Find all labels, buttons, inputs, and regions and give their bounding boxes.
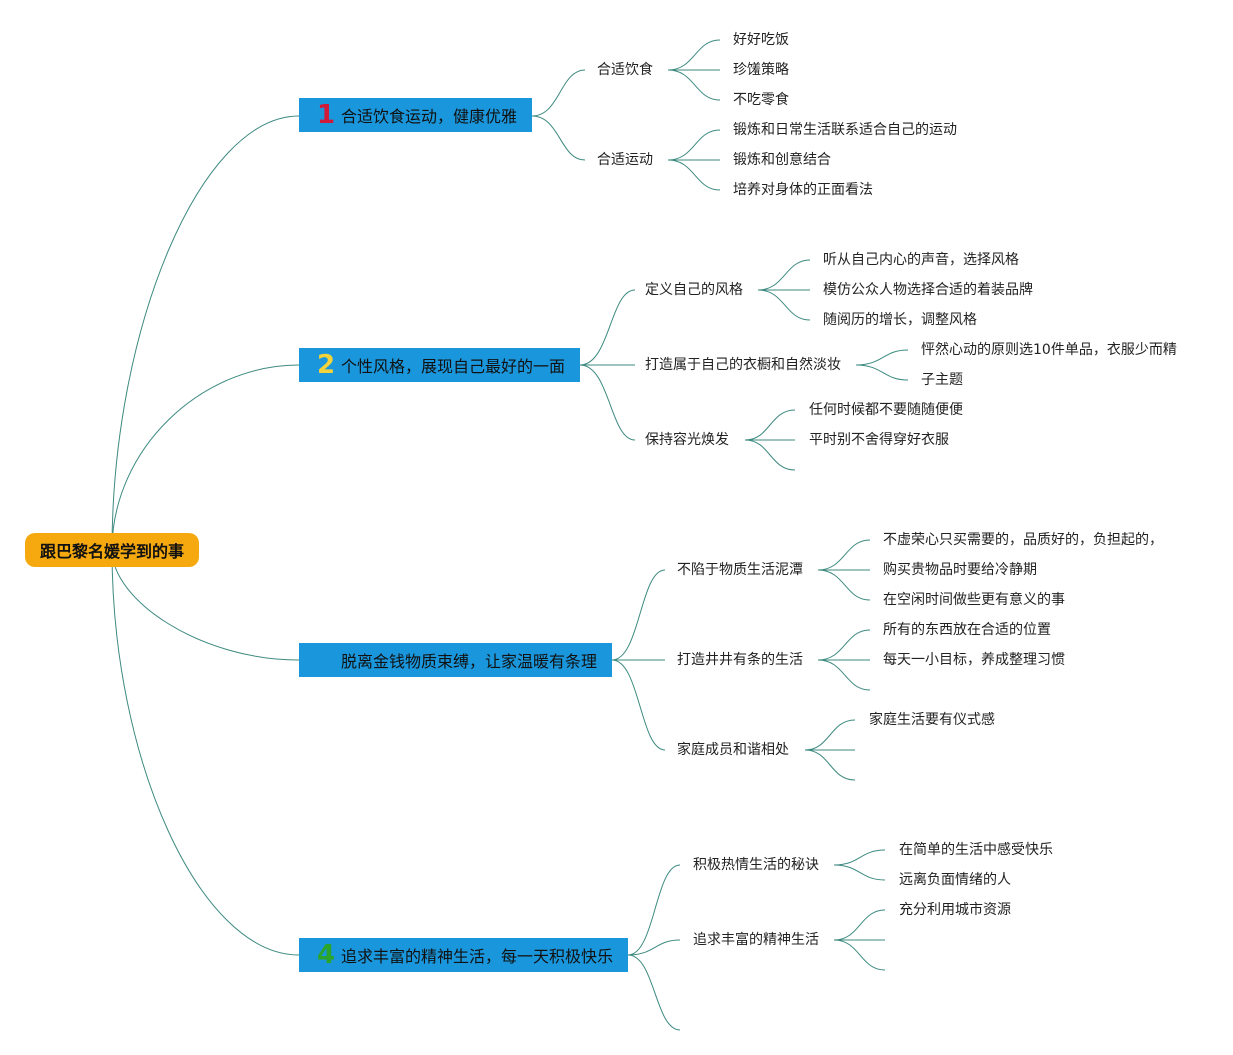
subtopic-radiant[interactable]: 保持容光焕发 <box>645 432 729 448</box>
connector-b1-diet <box>531 69 586 117</box>
subtopic-material[interactable]: 不陷于物质生活泥潭 <box>677 562 803 578</box>
leaf-topic[interactable]: 珍馐策略 <box>733 62 789 78</box>
subtopic-positive[interactable]: 积极热情生活的秘诀 <box>693 857 819 873</box>
branch-topic-label: 追求丰富的精神生活，每一天积极快乐 <box>341 947 614 966</box>
leaf-topic[interactable]: 不虚荣心只买需要的，品质好的，负担起的， <box>883 532 1163 548</box>
subtopic-wardrobe[interactable]: 打造属于自己的衣橱和自然淡妆 <box>645 357 841 373</box>
leaf-topic[interactable]: 每天一小目标，养成整理习惯 <box>883 652 1065 668</box>
connector-root-branch-3 <box>111 549 300 661</box>
branch-topic-2[interactable]: 2 个性风格，展现自己最好的一面 <box>299 348 580 382</box>
leaf-topic[interactable]: 好好吃饭 <box>733 32 789 48</box>
root-topic[interactable]: 跟巴黎名媛学到的事 <box>25 533 199 567</box>
branch-topic-1[interactable]: 1 合适饮食运动，健康优雅 <box>299 98 532 132</box>
leaf-topic[interactable]: 怦然心动的原则选10件单品，衣服少而精 <box>921 342 1177 358</box>
number-1-icon: 1 <box>317 100 336 130</box>
leaf-topic[interactable]: 随阅历的增长，调整风格 <box>823 312 977 328</box>
leaf-topic[interactable]: 不吃零食 <box>733 92 789 108</box>
leaf-topic[interactable]: 培养对身体的正面看法 <box>733 182 873 198</box>
subtopic-family[interactable]: 家庭成员和谐相处 <box>677 742 789 758</box>
branch-topic-label: 个性风格，展现自己最好的一面 <box>341 357 566 376</box>
leaf-topic[interactable]: 充分利用城市资源 <box>899 902 1011 918</box>
leaf-topic[interactable]: 远离负面情绪的人 <box>899 872 1011 888</box>
branch-topic-label: 脱离金钱物质束缚，让家温暖有条理 <box>341 652 598 671</box>
leaf-topic[interactable]: 所有的东西放在合适的位置 <box>883 622 1051 638</box>
connector-root-branch-4 <box>111 549 300 956</box>
branch-topic-label: 合适饮食运动，健康优雅 <box>341 107 518 126</box>
leaf-topic[interactable]: 锻炼和创意结合 <box>733 152 831 168</box>
subtopic-spiritual[interactable]: 追求丰富的精神生活 <box>693 932 819 948</box>
connector-root-branch-2 <box>111 364 300 551</box>
connector-root-branch-1 <box>111 115 300 551</box>
leaf-topic[interactable]: 在空闲时间做些更有意义的事 <box>883 592 1065 608</box>
subtopic-organized[interactable]: 打造井井有条的生活 <box>677 652 803 668</box>
subtopic-define-style[interactable]: 定义自己的风格 <box>645 282 743 298</box>
leaf-topic[interactable]: 锻炼和日常生活联系适合自己的运动 <box>733 122 957 138</box>
leaf-topic[interactable]: 任何时候都不要随随便便 <box>809 402 963 418</box>
leaf-topic[interactable]: 子主题 <box>921 372 963 388</box>
leaf-topic[interactable]: 家庭生活要有仪式感 <box>869 712 995 728</box>
leaf-topic[interactable]: 购买贵物品时要给冷静期 <box>883 562 1037 578</box>
root-topic-label: 跟巴黎名媛学到的事 <box>39 542 184 561</box>
leaf-topic[interactable]: 模仿公众人物选择合适的着装品牌 <box>823 282 1033 298</box>
subtopic-diet[interactable]: 合适饮食 <box>597 62 653 78</box>
leaf-topic[interactable]: 在简单的生活中感受快乐 <box>899 842 1053 858</box>
leaf-topic[interactable]: 听从自己内心的声音，选择风格 <box>823 252 1019 268</box>
branch-topic-3[interactable]: 脱离金钱物质束缚，让家温暖有条理 <box>299 643 612 677</box>
leaf-topic[interactable]: 平时别不舍得穿好衣服 <box>809 432 949 448</box>
branch-topic-4[interactable]: 4 追求丰富的精神生活，每一天积极快乐 <box>299 938 628 972</box>
subtopic-exercise[interactable]: 合适运动 <box>597 152 653 168</box>
connector-b1-sport <box>531 115 586 161</box>
number-4-icon: 4 <box>317 940 336 970</box>
number-2-icon: 2 <box>317 350 336 380</box>
